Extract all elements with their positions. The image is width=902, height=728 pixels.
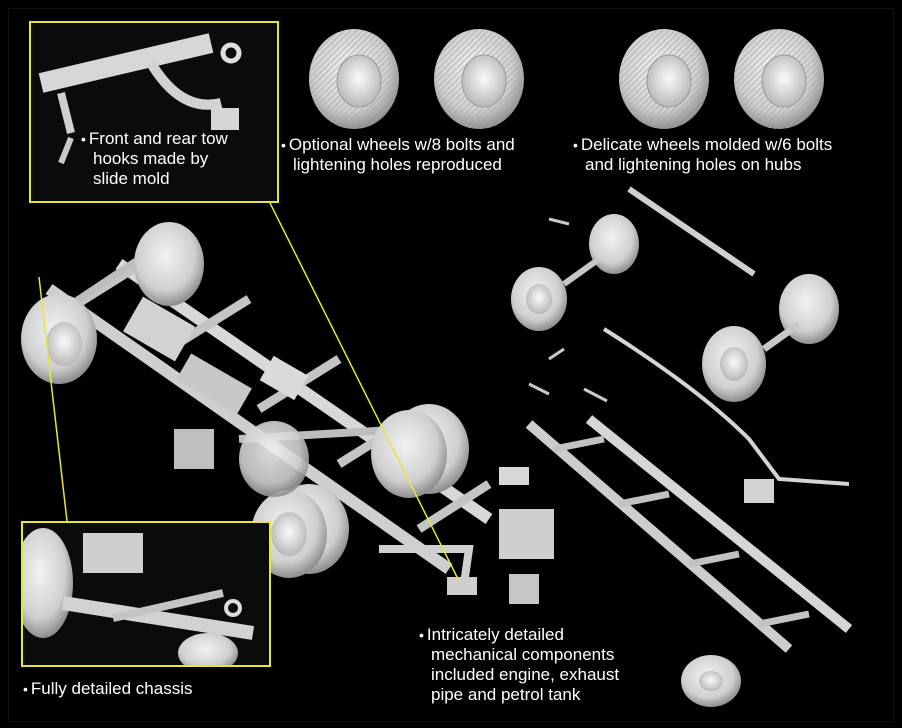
optional-wheels-8-bolt bbox=[309, 29, 524, 129]
delicate-wheels-6-bolt bbox=[619, 29, 824, 129]
caption-line: and lightening holes on hubs bbox=[585, 155, 802, 174]
caption-chassis: •Fully detailed chassis bbox=[23, 679, 192, 699]
bullet-icon: • bbox=[281, 137, 286, 153]
inset-tow-hooks bbox=[29, 21, 279, 203]
leader-line-chassis bbox=[38, 276, 68, 522]
caption-line: included engine, exhaust bbox=[431, 665, 620, 684]
bullet-icon: • bbox=[81, 131, 86, 147]
caption-line: Optional wheels w/8 bolts and bbox=[288, 135, 515, 154]
caption-line: hooks made by bbox=[93, 149, 209, 168]
caption-line: Front and rear tow bbox=[88, 129, 228, 148]
caption-line: pipe and petrol tank bbox=[431, 685, 581, 704]
bullet-icon: • bbox=[419, 627, 424, 643]
product-image-frame: •Front and rear tow hooks made by slide … bbox=[8, 8, 894, 722]
caption-delicate-wheels: •Delicate wheels molded w/6 bolts and li… bbox=[573, 135, 832, 175]
caption-line: Delicate wheels molded w/6 bolts bbox=[580, 135, 833, 154]
chassis-model-illustration bbox=[21, 29, 853, 707]
caption-line: lightening holes reproduced bbox=[293, 155, 502, 174]
bullet-icon: • bbox=[23, 681, 28, 697]
caption-optional-wheels: •Optional wheels w/8 bolts and lightenin… bbox=[281, 135, 515, 175]
caption-tow-hooks: •Front and rear tow hooks made by slide … bbox=[81, 129, 228, 189]
caption-line: slide mold bbox=[93, 169, 170, 188]
caption-mechanical-components: •Intricately detailed mechanical compone… bbox=[419, 625, 619, 705]
leader-line-tow-hooks bbox=[268, 200, 460, 582]
tow-hook-closeup bbox=[38, 33, 242, 165]
chassis-closeup bbox=[23, 528, 255, 665]
inset-chassis-detail bbox=[21, 521, 271, 667]
exploded-parts bbox=[499, 186, 853, 707]
assembled-chassis bbox=[21, 222, 493, 595]
bullet-icon: • bbox=[573, 137, 578, 153]
caption-line: mechanical components bbox=[431, 645, 615, 664]
caption-line: Intricately detailed bbox=[426, 625, 564, 644]
caption-line: Fully detailed chassis bbox=[30, 679, 193, 698]
